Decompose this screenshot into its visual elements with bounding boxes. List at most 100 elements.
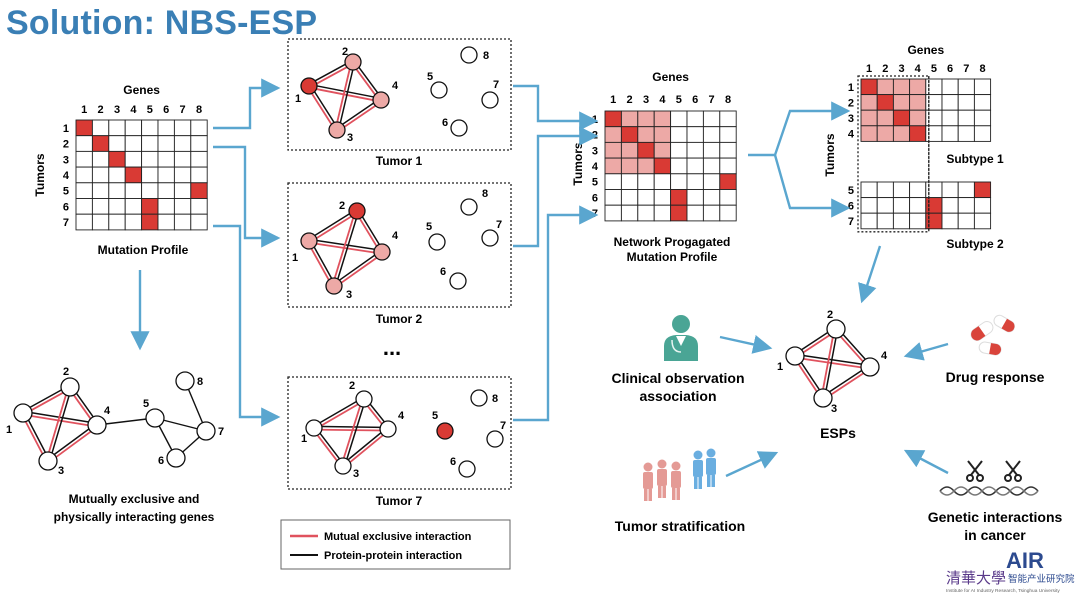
tumor-2-net-node-label: 6 xyxy=(440,266,446,278)
tumor-2-net-node-label: 4 xyxy=(392,230,399,242)
mutation-profile-cell xyxy=(108,119,126,137)
arrow-genetic-to-esps xyxy=(903,449,949,475)
tumor-1-net-node-label: 6 xyxy=(442,117,448,129)
tumor-1-net-ppi-edge xyxy=(309,84,339,130)
arrow-to-tumor-7 xyxy=(213,224,281,427)
propagated-profile-gene-number: 3 xyxy=(643,94,649,106)
subtype-1-cell xyxy=(909,125,927,142)
propagated-profile-cell xyxy=(653,157,672,175)
bottom-left-net-ppi-edge xyxy=(23,410,98,425)
subtype-1-cell xyxy=(860,94,878,111)
tumor-7-net-ppi-edge xyxy=(314,425,389,429)
subtype-1-cell xyxy=(892,109,911,127)
mutation-profile-cell xyxy=(173,182,192,199)
subtype-1-tumor-number: 1 xyxy=(848,82,854,94)
clinical-label-1: Clinical observation xyxy=(611,370,744,386)
propagated-profile-cell xyxy=(670,204,688,222)
mutation-profile-cell xyxy=(157,119,175,137)
subtype-1-cell xyxy=(941,109,959,127)
esp-net-ppi-edge xyxy=(795,353,871,367)
propagated-profile-cell xyxy=(653,189,672,206)
propagated-profile-cell xyxy=(702,173,721,190)
subtype-2-cell xyxy=(957,181,975,199)
tumor-1-panel xyxy=(287,38,512,151)
bottom-left-net-node-label: 3 xyxy=(58,465,64,477)
tumor-1-net-node-4 xyxy=(372,91,390,109)
mutation-profile-cell xyxy=(141,135,159,152)
subtype-gene-number: 8 xyxy=(979,63,985,75)
esp-net-node-3 xyxy=(813,388,833,408)
bottom-left-net-node-8 xyxy=(175,371,195,391)
people-icon xyxy=(643,448,716,501)
subtype-1-cell xyxy=(892,78,911,96)
propagated-profile-cell xyxy=(604,173,622,190)
tumor-2-panel xyxy=(287,182,512,308)
tumor-2-net-node-6 xyxy=(449,272,467,290)
propagated-profile-cell xyxy=(620,173,639,190)
tumor-2-net-node-8 xyxy=(460,198,478,216)
bottom-left-net-ppi-edge xyxy=(96,417,156,426)
subtype-1-cell xyxy=(957,78,975,96)
bottom-left-net-node-7 xyxy=(196,421,216,441)
mutation-profile-cell xyxy=(124,166,143,184)
mutation-profile-cell xyxy=(75,135,93,152)
subtype-gene-number: 7 xyxy=(963,63,969,75)
subtype-2-cell xyxy=(892,212,911,230)
propagated-profile-cell xyxy=(686,126,704,143)
mutation-profile-cell xyxy=(190,150,208,168)
mutation-profile-cell xyxy=(173,166,192,184)
bottom-left-net-node-3 xyxy=(38,451,58,471)
propagated-profile-cell xyxy=(670,173,688,190)
mutation-profile-cell xyxy=(75,182,93,199)
bottom-left-net-node-label: 5 xyxy=(143,398,149,410)
subtype-1-cell xyxy=(909,94,927,111)
tumor-2-net-node-label: 2 xyxy=(339,200,345,212)
mutation-profile-gene-number: 6 xyxy=(163,104,169,116)
tumor-2-net-node-7 xyxy=(481,229,499,247)
genetic-label-2: in cancer xyxy=(964,527,1026,543)
subtype-1-cell xyxy=(860,125,878,142)
mutation-profile-cell xyxy=(91,213,110,231)
mutation-profile-gene-number: 4 xyxy=(130,104,137,116)
mutation-profile-cell xyxy=(141,182,159,199)
mutation-profile-cell xyxy=(124,198,143,215)
propagated-profile-cell xyxy=(670,189,688,206)
tumor-1-net-node-label: 8 xyxy=(483,50,489,62)
tumor-1-net-ppi-edge xyxy=(335,98,381,130)
propagated-profile-gene-number: 8 xyxy=(725,94,731,106)
slide-title: Solution: NBS-ESP xyxy=(6,4,318,42)
mutation-profile-tumor-number: 6 xyxy=(63,201,69,213)
tumor-7-net-mutual-edge xyxy=(340,398,364,466)
mutation-profile-cell xyxy=(141,166,159,184)
propagated-profile-tumor-number: 5 xyxy=(592,177,598,189)
mutation-profile-tumor-number: 1 xyxy=(63,123,69,135)
subtype-1-cell xyxy=(941,78,959,96)
tumor-7-net-ppi-edge xyxy=(312,396,364,428)
esp-net-mutual-edge xyxy=(794,356,870,370)
subtype-2-cell xyxy=(860,212,878,230)
tumor-2-net-ppi-edge xyxy=(309,239,337,286)
tumor-2-net-node-label: 7 xyxy=(496,219,502,231)
tumor-7-net-node-7 xyxy=(486,430,504,448)
subtype-2-cell xyxy=(860,197,878,214)
subtype-1-cell xyxy=(909,78,927,96)
bottom-left-net-node-1 xyxy=(13,403,33,423)
tumor-2-net-node-label: 5 xyxy=(426,221,432,233)
subtype-2-tumor-number: 5 xyxy=(848,185,854,197)
tumor-2-net-mutual-edge xyxy=(331,210,357,286)
propagated-profile-tumor-number: 3 xyxy=(592,145,598,157)
esp-net-mutual-edge xyxy=(820,328,836,398)
propagated-profile-cell xyxy=(604,141,622,159)
propagated-profile-cell xyxy=(686,204,704,222)
mutation-profile-cell xyxy=(173,150,192,168)
propagated-profile-cell xyxy=(653,204,672,222)
mutation-profile-cell xyxy=(157,135,175,152)
mutation-profile-cell xyxy=(157,182,175,199)
subtype-2-cell xyxy=(892,181,911,199)
propagated-caption-2: Mutation Profile xyxy=(627,250,718,264)
propagated-profile-cell xyxy=(653,110,672,128)
subtype-1-cell xyxy=(941,125,959,142)
tumor-1-net-mutual-edge xyxy=(306,86,337,132)
esp-net-ppi-edge xyxy=(823,329,839,399)
